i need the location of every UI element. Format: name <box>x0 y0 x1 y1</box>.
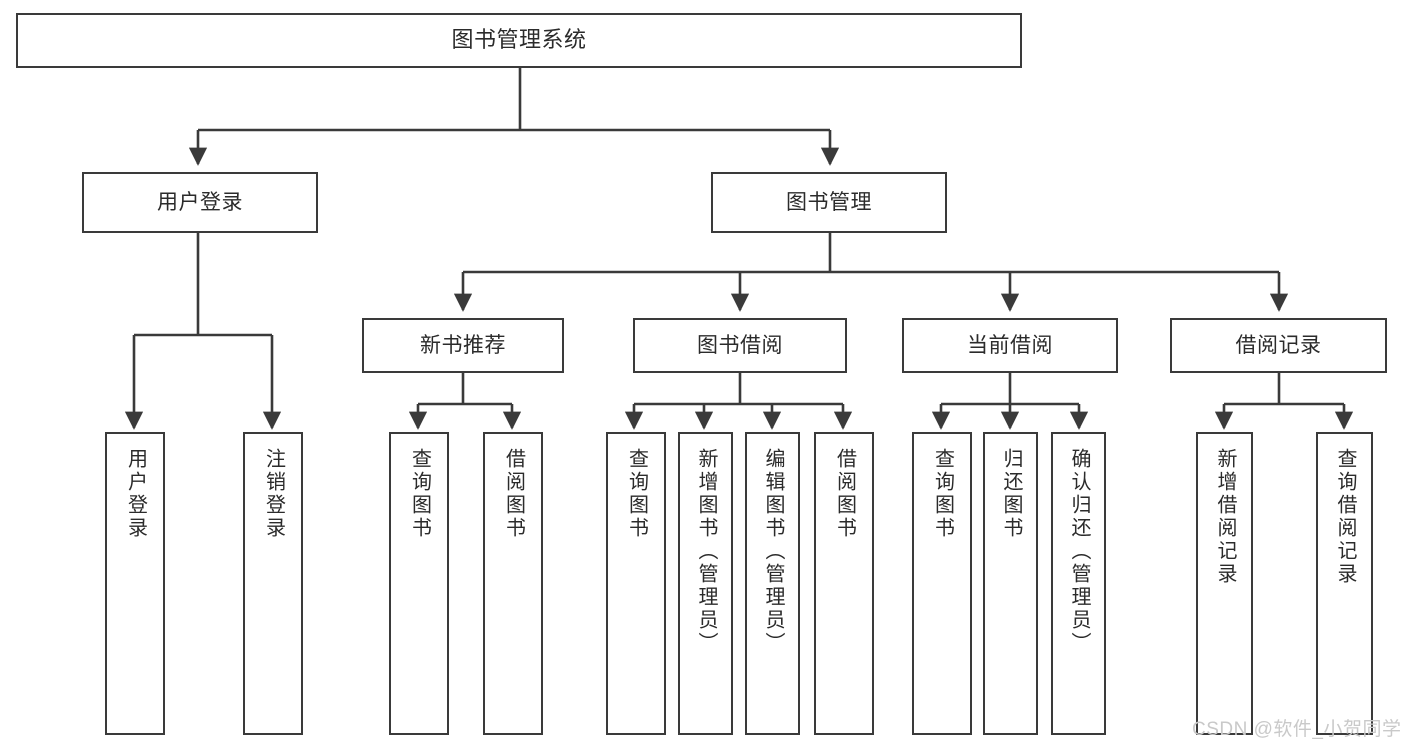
leaf-current-borrow-return[interactable]: 归还图书 <box>983 432 1038 735</box>
node-root[interactable]: 图书管理系统 <box>16 13 1022 68</box>
leaf-borrow-record-query[interactable]: 查询借阅记录 <box>1316 432 1373 735</box>
node-book-borrow[interactable]: 图书借阅 <box>633 318 847 373</box>
leaf-user-login-logout[interactable]: 注销登录 <box>243 432 303 735</box>
leaf-label: 归还图书 <box>1000 448 1022 540</box>
node-current-borrow[interactable]: 当前借阅 <box>902 318 1118 373</box>
watermark-text: CSDN @软件_小贺同学 <box>1192 719 1402 740</box>
leaf-user-login-login[interactable]: 用户登录 <box>105 432 165 735</box>
leaf-book-borrow-edit[interactable]: 编辑图书（管理员） <box>745 432 800 735</box>
leaf-current-borrow-confirm[interactable]: 确认归还（管理员） <box>1051 432 1106 735</box>
node-borrow-record[interactable]: 借阅记录 <box>1170 318 1387 373</box>
leaf-label: 注销登录 <box>262 448 285 540</box>
leaf-label: 编辑图书（管理员） <box>762 448 784 655</box>
leaf-label: 用户登录 <box>124 448 147 540</box>
leaf-label: 查询图书 <box>408 448 431 540</box>
leaf-new-book-borrow[interactable]: 借阅图书 <box>483 432 543 735</box>
leaf-label: 查询图书 <box>625 448 648 540</box>
leaf-label: 确认归还（管理员） <box>1068 448 1090 655</box>
leaf-book-borrow-query[interactable]: 查询图书 <box>606 432 666 735</box>
node-book-management[interactable]: 图书管理 <box>711 172 947 233</box>
leaf-label: 查询图书 <box>931 448 954 540</box>
node-new-book-recommend[interactable]: 新书推荐 <box>362 318 564 373</box>
leaf-label: 借阅图书 <box>502 448 525 540</box>
leaf-label: 新增借阅记录 <box>1214 448 1236 586</box>
leaf-new-book-query[interactable]: 查询图书 <box>389 432 449 735</box>
node-user-login[interactable]: 用户登录 <box>82 172 318 233</box>
leaf-borrow-record-add[interactable]: 新增借阅记录 <box>1196 432 1253 735</box>
leaf-book-borrow-borrow[interactable]: 借阅图书 <box>814 432 874 735</box>
leaf-book-borrow-add[interactable]: 新增图书（管理员） <box>678 432 733 735</box>
leaf-label: 新增图书（管理员） <box>695 448 717 655</box>
leaf-label: 借阅图书 <box>833 448 856 540</box>
leaf-label: 查询借阅记录 <box>1334 448 1356 586</box>
leaf-current-borrow-query[interactable]: 查询图书 <box>912 432 972 735</box>
